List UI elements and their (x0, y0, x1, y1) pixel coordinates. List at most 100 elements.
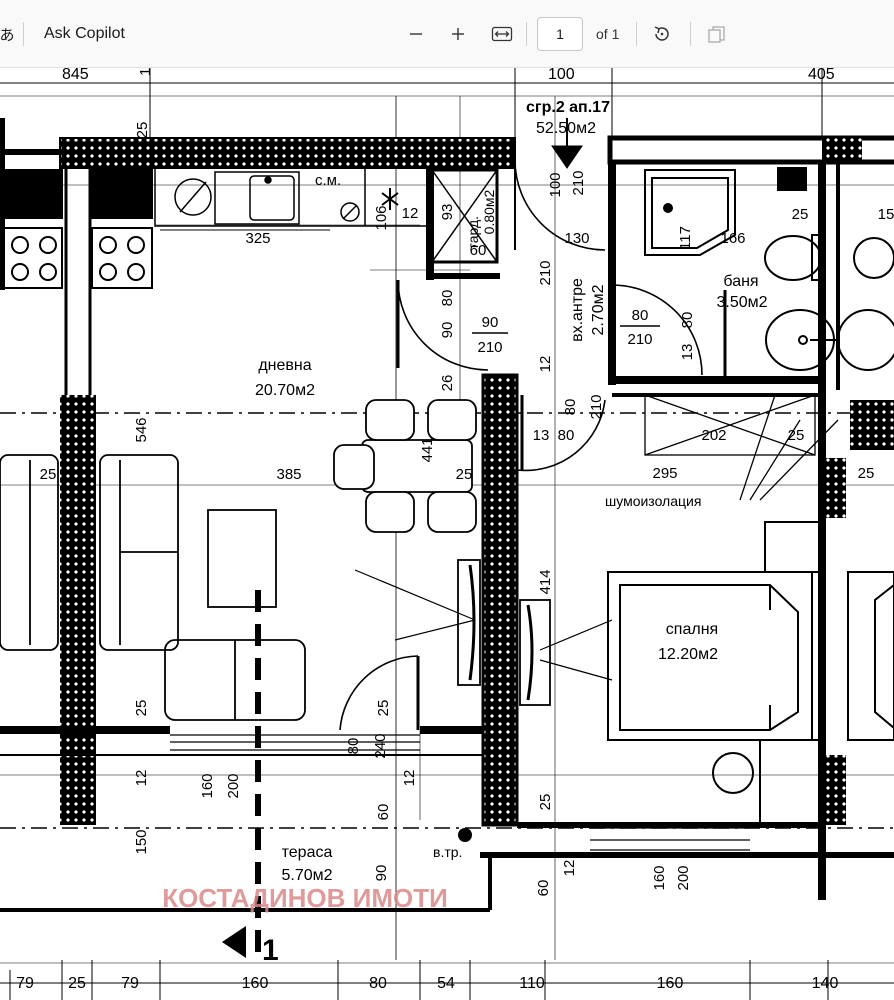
terrace-elements (222, 590, 472, 960)
dim-label: 25 (788, 427, 805, 444)
dim-label: 80 (345, 738, 362, 755)
dim-label: 25 (68, 975, 86, 992)
unit-label: сгр.2 ап.17 (526, 99, 610, 116)
dim-label: 80 (369, 975, 387, 992)
dim-label: 202 (701, 427, 726, 444)
page-view-button[interactable] (703, 20, 731, 48)
dim-label: 210 (627, 331, 652, 348)
room-area-hall: 2.70м2 (590, 284, 607, 335)
dim-label: 60 (535, 880, 552, 897)
toolbar-divider (636, 22, 637, 46)
rotate-button[interactable] (648, 20, 676, 48)
pdf-toolbar: あ Ask Copilot of 1 (0, 0, 894, 68)
dim-label: 166 (720, 230, 745, 247)
plus-icon (452, 28, 464, 40)
dim-label: 130 (564, 230, 589, 247)
dim-label: 106 (373, 205, 390, 230)
dim-label: 54 (437, 975, 455, 992)
toolbar-divider (23, 22, 24, 46)
dim-label: 80 (562, 399, 579, 416)
bathroom-fixtures (644, 167, 894, 371)
soundproofing-area (644, 394, 839, 501)
dim-label: 25 (133, 700, 150, 717)
room-area-bedroom: 12.20м2 (658, 646, 718, 663)
zoom-in-button[interactable] (444, 20, 472, 48)
interior-dimensions: 25 325 106 12 93 60 100 210 130 25 117 1… (40, 122, 894, 897)
read-aloud-button[interactable]: あ (0, 26, 15, 44)
section-mark: 1 (262, 934, 279, 967)
dim-label: 160 (657, 975, 684, 992)
wardrobe (430, 168, 499, 264)
bottom-dimensions: 79 25 79 160 80 54 110 160 140 (16, 975, 838, 992)
label-wardrobe: гард. (465, 216, 481, 248)
dim-label: 325 (245, 230, 270, 247)
living-furniture (0, 454, 613, 721)
dim-label: 546 (133, 417, 150, 442)
dim-label: 90 (482, 314, 499, 331)
dim-label: 12 (561, 860, 578, 877)
dim-label: 845 (62, 68, 89, 83)
floor-plan-drawing: 845 140 100 405 79 25 79 160 80 54 110 1… (0, 68, 894, 1000)
dim-label: 90 (373, 865, 390, 882)
dim-label: 60 (375, 804, 392, 821)
dim-label: 25 (792, 206, 809, 223)
dim-label: 79 (16, 975, 34, 992)
page-number-input[interactable] (537, 17, 583, 51)
dim-label: 60 (470, 242, 487, 259)
dim-label: 160 (651, 865, 668, 890)
bedroom-furniture (607, 521, 894, 826)
dim-label: 160 (199, 773, 216, 798)
dim-label: 13 (533, 427, 550, 444)
dim-label: 13 (679, 344, 696, 361)
dim-label: 160 (242, 975, 269, 992)
label-soundproof: шумоизолация (605, 493, 701, 509)
fit-width-icon (491, 26, 513, 42)
room-area-terrace: 5.70м2 (281, 867, 332, 884)
dim-label: 12 (402, 205, 419, 222)
room-name-bedroom: спалня (666, 621, 718, 638)
unit-header: сгр.2 ап.17 52.50м2 (526, 99, 610, 137)
watermark: КОСТАДИНОВ ИМОТИ (162, 883, 448, 913)
dim-label: 405 (808, 68, 835, 83)
stove-tops (0, 169, 153, 289)
fit-width-button[interactable] (487, 20, 517, 48)
room-area-living: 20.70м2 (255, 382, 315, 399)
dim-label: 25 (456, 466, 473, 483)
dim-label: 150 (133, 829, 150, 854)
unit-area: 52.50м2 (536, 120, 596, 137)
dim-label: 295 (652, 465, 677, 482)
toolbar-divider (526, 22, 527, 46)
label-wardrobe-dim: 0.80м2 (481, 189, 497, 234)
dim-label: 441 (419, 437, 436, 462)
dim-label: 200 (225, 773, 242, 798)
dim-label: 12 (133, 770, 150, 787)
minus-icon (410, 33, 422, 35)
room-area-bath: 3.50м2 (716, 294, 767, 311)
room-name-hall: вх.антре (569, 278, 586, 342)
dim-label: 15 (878, 206, 894, 223)
ask-copilot-button[interactable]: Ask Copilot (44, 25, 125, 42)
dim-label: 80 (558, 427, 575, 444)
dim-label: 385 (276, 466, 301, 483)
dim-label: 26 (439, 375, 456, 392)
dim-label: 210 (537, 260, 554, 285)
dim-label: 12 (537, 356, 554, 373)
pdf-viewer: 845 140 100 405 79 25 79 160 80 54 110 1… (0, 68, 894, 1000)
dim-label: 79 (121, 975, 139, 992)
dim-label: 240 (372, 733, 389, 758)
dim-label: 140 (137, 68, 154, 76)
dim-label: 80 (679, 312, 696, 329)
dim-label: 110 (519, 975, 545, 992)
rotate-icon (654, 26, 669, 41)
label-sm: с.м. (315, 172, 341, 189)
zoom-out-button[interactable] (402, 20, 430, 48)
label-vtr: в.тр. (433, 844, 462, 860)
dim-label: 210 (570, 170, 587, 195)
kitchen-counter (154, 167, 431, 231)
dim-label: 90 (439, 322, 456, 339)
top-dimensions: 845 140 100 405 (62, 68, 835, 83)
dining-set (333, 399, 477, 533)
dim-label: 210 (588, 394, 605, 419)
dim-label: 117 (677, 226, 694, 250)
room-name-bath: баня (723, 273, 758, 290)
